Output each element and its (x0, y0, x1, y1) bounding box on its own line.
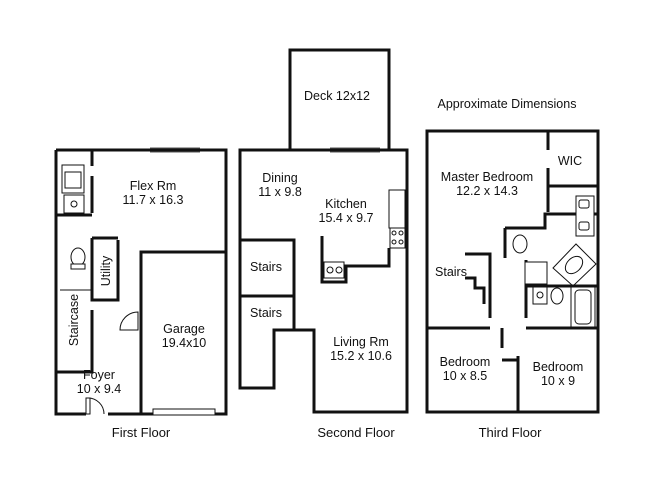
approximate-dimensions-title: Approximate Dimensions (438, 97, 577, 111)
living-room-dims: 15.2 x 10.6 (330, 349, 392, 363)
wic-label: WIC (558, 154, 582, 168)
second-floor-label: Second Floor (317, 425, 395, 440)
hall-tub-basin (574, 289, 592, 325)
burner-4 (398, 239, 404, 245)
corner-tub (552, 243, 597, 287)
garage-name: Garage (163, 322, 205, 336)
master-toilet (512, 234, 528, 254)
utility-walls (90, 238, 120, 302)
garage-dims: 19.4x10 (162, 336, 207, 350)
kitchen-sink (323, 261, 345, 279)
toilet-fixture (70, 247, 86, 267)
stairs-lower-label: Stairs (250, 306, 282, 320)
sink-drain (70, 200, 78, 208)
staircase-label: Staircase (67, 294, 81, 346)
bedroom-2-name: Bedroom (533, 360, 584, 374)
second-floor: Deck 12x12 Dining 11 x 9.8 Kitchen 15.4 … (238, 48, 409, 440)
sink-basin-2 (335, 266, 343, 274)
washer-drum (64, 171, 82, 189)
bedroom-1-name: Bedroom (440, 355, 491, 369)
utility-label: Utility (99, 255, 113, 286)
third-stairs-label: Stairs (435, 265, 467, 279)
shower (524, 261, 548, 285)
master-bedroom-dims: 12.2 x 14.3 (456, 184, 518, 198)
third-stairs-walls (465, 252, 492, 318)
kitchen-counter-right (388, 189, 406, 229)
kitchen-island (320, 236, 391, 284)
third-floor-outline (425, 129, 600, 414)
staircase-wall (56, 310, 94, 374)
kitchen-name: Kitchen (325, 197, 367, 211)
deck-label: Deck 12x12 (304, 89, 370, 103)
toilet-tank (70, 263, 86, 270)
vanity-sink-2 (578, 221, 590, 231)
garage-door (152, 408, 216, 416)
stairs-lower-block (240, 294, 296, 330)
first-floor-outline-left (54, 150, 86, 416)
dining-name: Dining (262, 171, 297, 185)
vanity-sink-1 (578, 199, 590, 209)
bedroom-2-dims: 10 x 9 (541, 374, 575, 388)
kitchen-dims: 15.4 x 9.7 (319, 211, 374, 225)
hall-sink-drain (536, 291, 544, 299)
deck-outline (288, 48, 391, 150)
sink-basin-1 (326, 266, 334, 274)
burner-1 (391, 230, 397, 236)
flex-room-dims: 11.7 x 16.3 (123, 193, 184, 207)
first-floor-label: First Floor (112, 425, 171, 440)
foyer-name: Foyer (83, 368, 115, 382)
second-floor-outline (238, 148, 409, 414)
stairs-upper-label: Stairs (250, 260, 282, 274)
first-floor: Flex Rm 11.7 x 16.3 Utility Staircase Ga… (54, 147, 228, 440)
entry-door-leaf[interactable] (85, 397, 91, 415)
burner-2 (398, 230, 404, 236)
bedroom-divider (500, 328, 520, 412)
hall-toilet (550, 287, 564, 305)
third-floor-label: Third Floor (479, 425, 543, 440)
third-floor: Approximate Dimensions Master Bedroom 12… (425, 97, 600, 440)
flex-room-name: Flex Rm (130, 179, 177, 193)
stove-fixture (389, 227, 406, 249)
burner-3 (391, 239, 397, 245)
closet-door-swing[interactable] (119, 311, 139, 331)
living-room-name: Living Rm (333, 335, 389, 349)
bedroom-1-dims: 10 x 8.5 (443, 369, 488, 383)
foyer-dims: 10 x 9.4 (77, 382, 122, 396)
sink-fixture (63, 194, 85, 214)
tub-basin (564, 255, 584, 275)
master-bedroom-name: Master Bedroom (441, 170, 533, 184)
hall-sink (532, 285, 548, 305)
dining-dims: 11 x 9.8 (258, 185, 302, 199)
